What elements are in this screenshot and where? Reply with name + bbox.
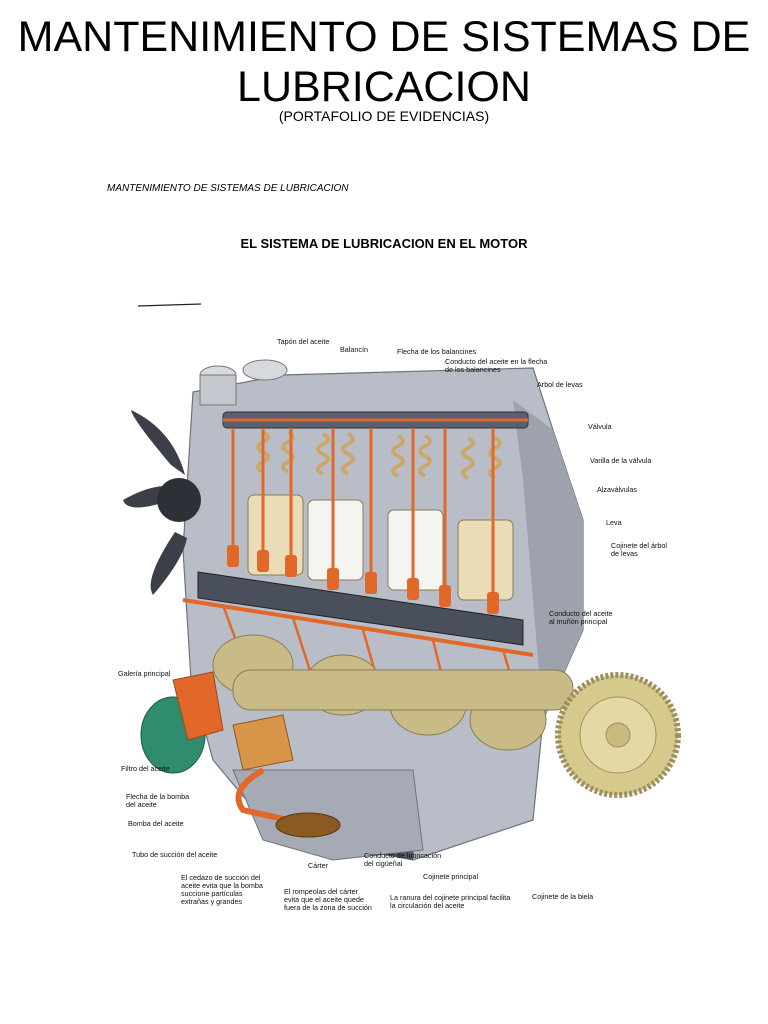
label-oil-filter: Filtro del aceite [121, 764, 170, 773]
label-main-bearing: Cojinete principal [423, 872, 479, 881]
label-bearing-groove-note: La ranura del cojinete principal facilit… [390, 893, 511, 910]
engine-illustration [123, 303, 681, 861]
label-pickup-screen-note: El cedazo de succión del aceite evita qu… [181, 873, 263, 906]
engine-lubrication-diagram: Tapón del aceite Balancín Flecha de los … [113, 300, 683, 925]
label-valve: Válvula [588, 422, 612, 431]
label-pump-shaft: Flecha de la bomba del aceite [126, 792, 190, 809]
label-camshaft-bearing: Cojinete del árbol de levas [611, 541, 667, 558]
label-pickup-tube: Tubo de succión del aceite [132, 850, 218, 859]
document-title: MANTENIMIENTO DE SISTEMAS DE LUBRICACION [17, 13, 751, 111]
label-rocker-shaft-oil-passage: Conducto del aceite en la flecha de los … [445, 357, 548, 374]
label-oil-cap: Tapón del aceite [277, 337, 330, 346]
label-rocker-shaft: Flecha de los balancines [397, 347, 477, 356]
oil-pump [232, 714, 294, 771]
running-header: MANTENIMIENTO DE SISTEMAS DE LUBRICACION [107, 183, 349, 194]
document-subtitle: (PORTAFOLIO DE EVIDENCIAS) [278, 108, 490, 124]
camshaft [197, 571, 524, 646]
label-baffle-note: El rompeolas del cárter evita que el ace… [284, 887, 372, 912]
label-main-gallery: Galería principal [118, 669, 171, 678]
crankshaft [212, 634, 574, 751]
main-gallery [182, 598, 534, 657]
label-tappet: Alzaválvulas [597, 485, 637, 494]
label-main-journal-passage: Conducto del aceite al muñón principal [549, 609, 613, 626]
label-crank-oil-passage: Conducto de lubricación del cigüeñal [364, 851, 442, 868]
label-rocker-arm: Balancín [340, 345, 368, 354]
push-rods [231, 428, 495, 600]
label-cam-lobe: Leva [606, 518, 622, 527]
label-sump: Cárter [308, 861, 328, 870]
label-push-rod: Varilla de la válvula [590, 456, 652, 465]
label-rod-bearing: Cojinete de la biela [532, 892, 594, 901]
section-title: EL SISTEMA DE LUBRICACION EN EL MOTOR [240, 236, 528, 251]
label-camshaft: Arbol de levas [537, 380, 583, 389]
fan [123, 410, 201, 595]
pickup-tube [235, 767, 289, 823]
label-oil-pump: Bomba del aceite [128, 819, 184, 828]
